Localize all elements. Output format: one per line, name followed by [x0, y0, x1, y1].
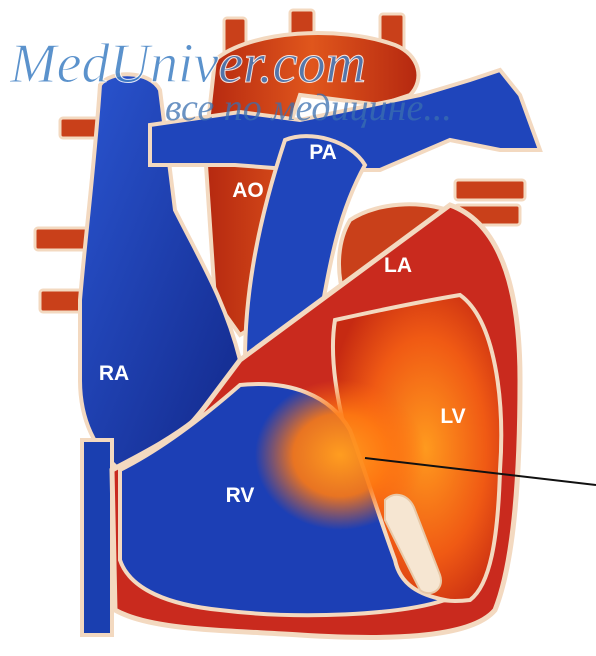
label-lv: LV	[440, 405, 465, 428]
label-ao: AO	[232, 179, 264, 202]
label-rv: RV	[226, 484, 255, 507]
label-ra: RA	[99, 362, 129, 385]
label-la: LA	[384, 254, 412, 277]
watermark-title: MedUniver.com	[9, 33, 366, 95]
watermark-subtitle: все по медицине...	[165, 87, 452, 129]
inferior-vena-cava	[82, 440, 112, 635]
label-pa: PA	[309, 141, 337, 164]
